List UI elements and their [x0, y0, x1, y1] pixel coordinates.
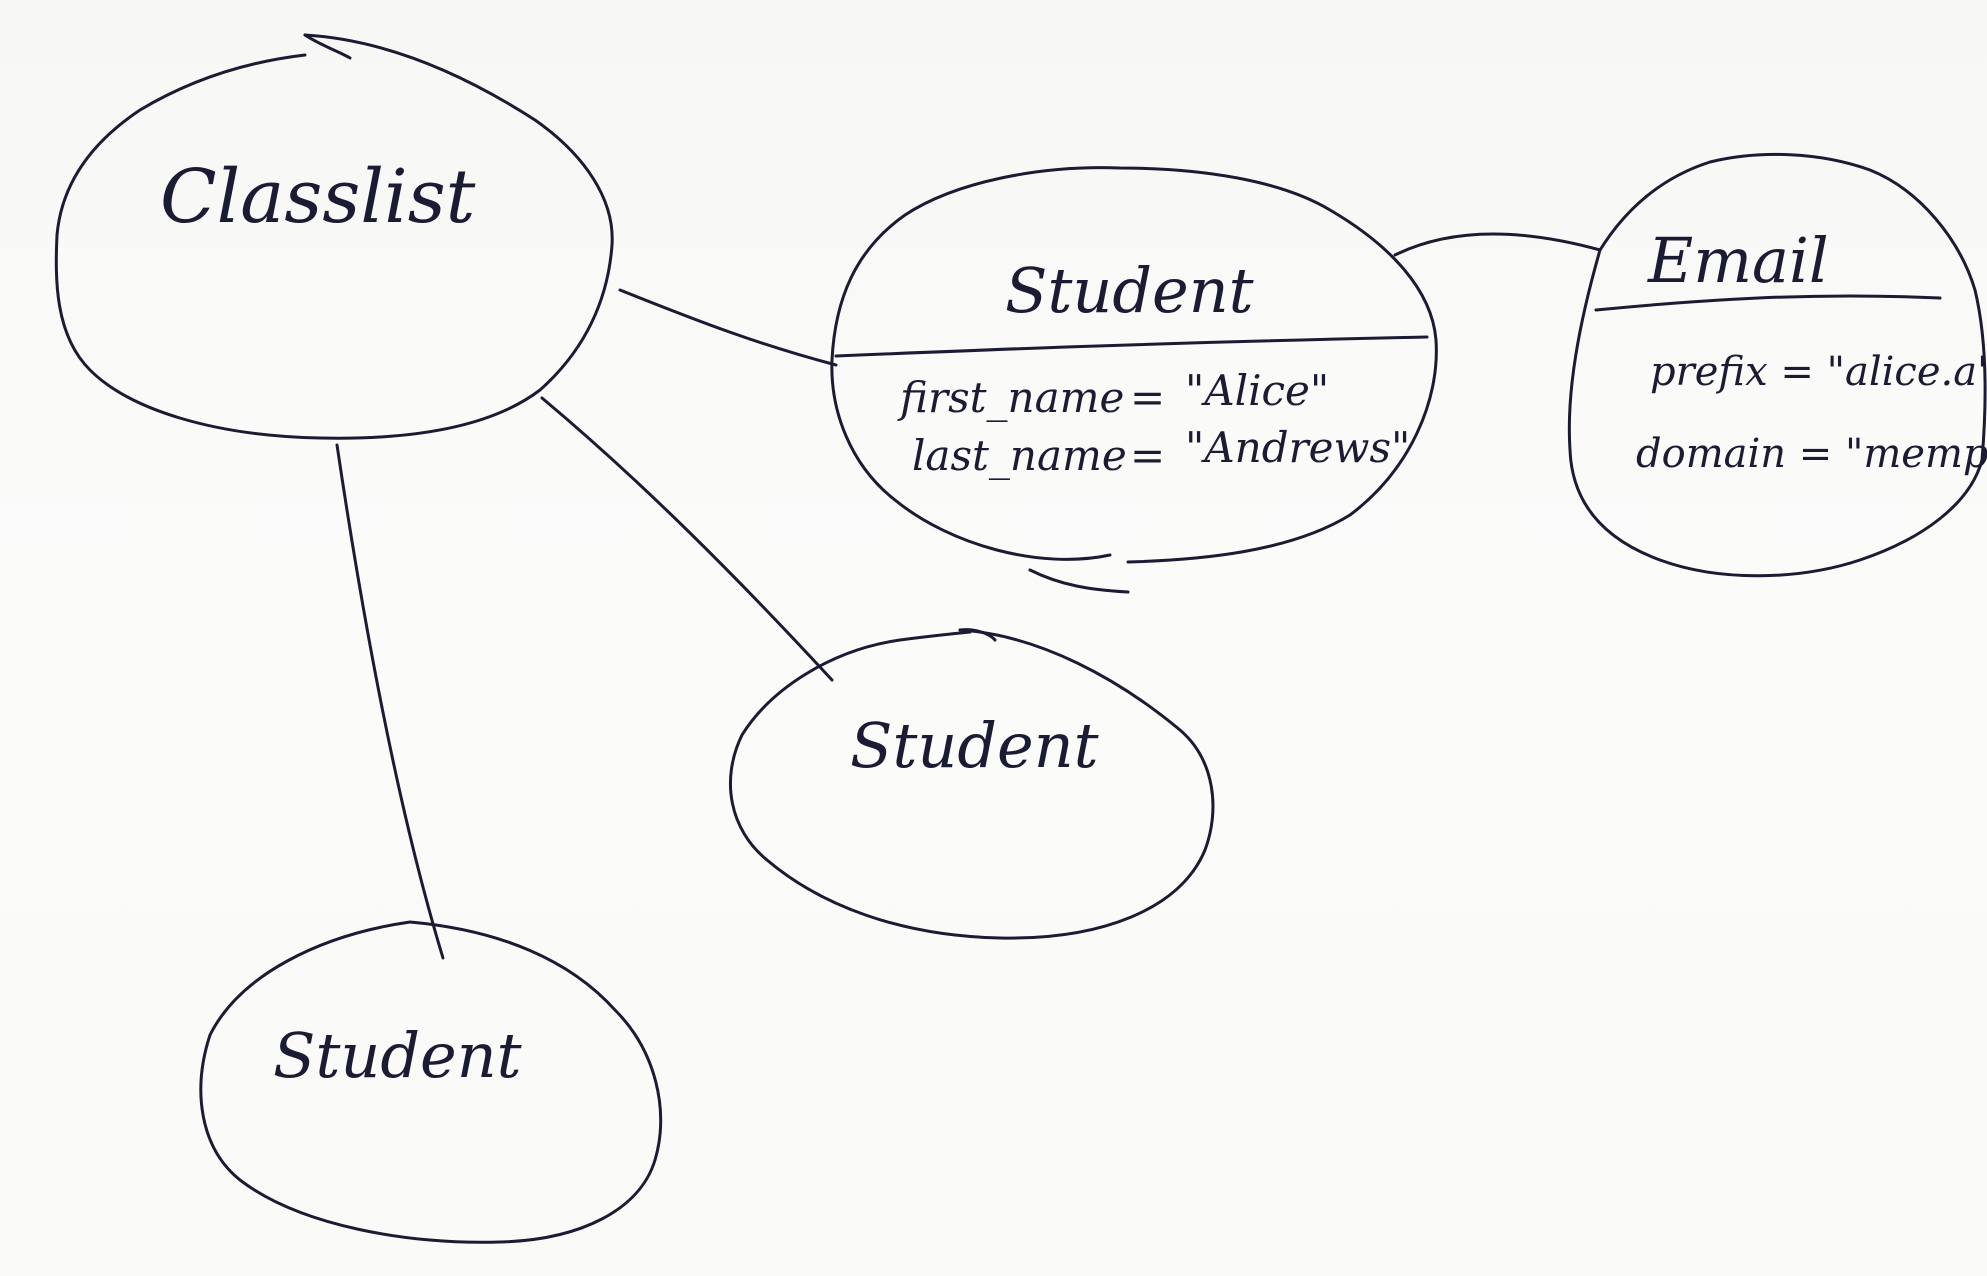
student-middle-title: Student: [850, 709, 1099, 782]
edge-classlist-to-student-bottom: [335, 443, 445, 960]
student-alice-attr-equals: =: [1130, 373, 1165, 422]
email-attr: domain = "memphis.edu": [1636, 431, 1987, 477]
student-alice-node: Student first_name = "Alice" last_name =…: [830, 166, 1438, 594]
classlist-outline: [54, 33, 614, 440]
student-alice-outline: [830, 166, 1438, 564]
student-alice-attr-name: last_name: [912, 431, 1127, 480]
edge-classlist-to-student-alice: [618, 288, 838, 367]
student-alice-attr-name: first_name: [897, 373, 1124, 422]
student-middle-node: Student: [729, 628, 1215, 940]
student-alice-title: Student: [1005, 254, 1254, 327]
email-attr: prefix = "alice.a": [1650, 349, 1987, 395]
student-bottom-title: Student: [273, 1019, 522, 1092]
email-title: Email: [1647, 224, 1829, 297]
classlist-outline-overlap: [303, 33, 352, 60]
student-bottom-node: Student: [199, 920, 663, 1244]
classlist-title: Classlist: [160, 154, 476, 240]
email-divider: [1594, 294, 1942, 312]
edge-student-alice-to-email: [1393, 232, 1602, 257]
student-bottom-outline: [199, 920, 663, 1244]
email-outline: [1567, 152, 1987, 578]
edge-classlist-to-student-middle: [540, 396, 834, 682]
student-middle-outline-overlap: [958, 628, 997, 642]
student-alice-attr-value: "Andrews": [1185, 423, 1410, 472]
student-alice-attr-value: "Alice": [1185, 366, 1329, 415]
classlist-node: Classlist: [54, 33, 614, 440]
email-node: Email prefix = "alice.a" domain = "memph…: [1567, 152, 1987, 578]
student-alice-divider: [834, 335, 1429, 358]
student-alice-attr-equals: =: [1130, 431, 1165, 480]
student-middle-outline: [729, 628, 1215, 940]
student-alice-outline-tail: [1028, 568, 1130, 594]
